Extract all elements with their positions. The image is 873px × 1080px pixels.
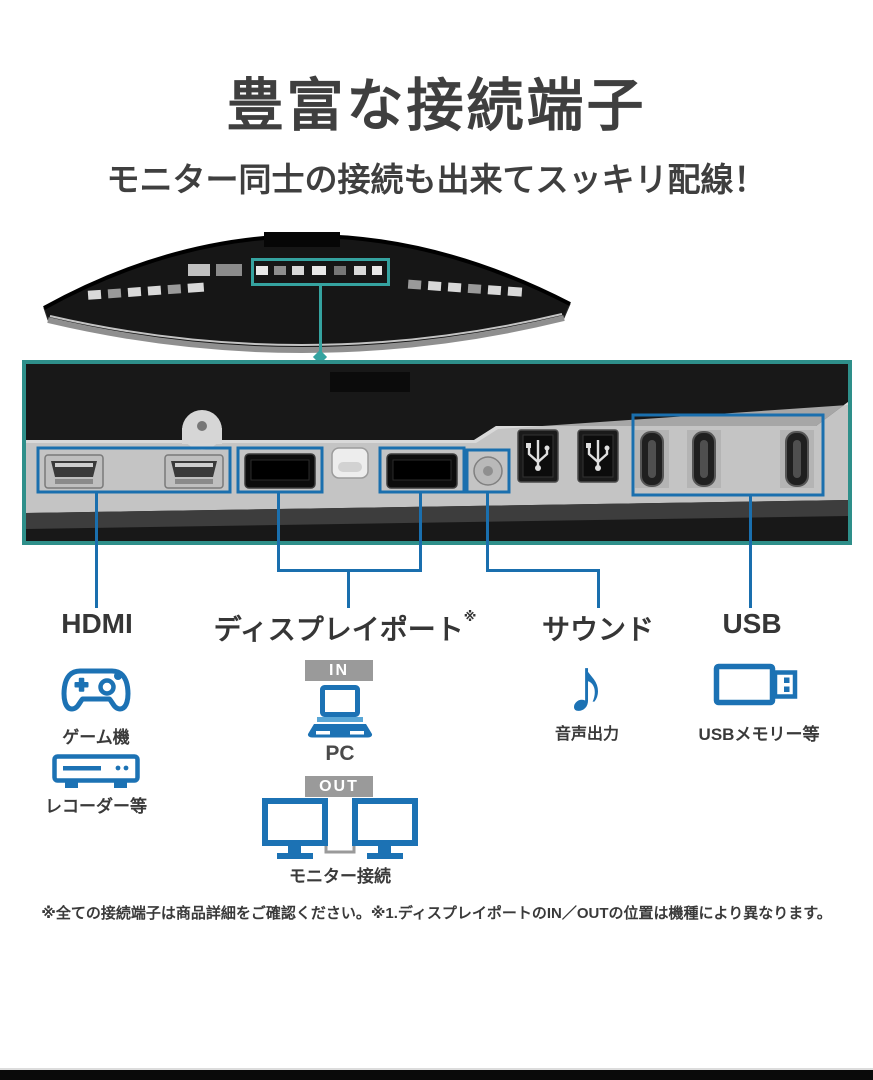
monitor-right-ports — [407, 279, 523, 297]
out-badge: OUT — [305, 776, 373, 797]
usb-memory-label: USBメモリー等 — [698, 725, 820, 744]
usb-stick-icon — [712, 658, 804, 712]
port-panel — [22, 360, 852, 545]
hdmi-highlight-box — [36, 446, 232, 494]
usb-b-port-1 — [517, 429, 559, 483]
hdmi-port-2 — [164, 454, 224, 489]
displayport-note-mark: ※ — [463, 609, 477, 624]
displayport1-highlight-box — [236, 446, 324, 494]
monitor-port-highlight-box — [251, 258, 390, 286]
hdmi-label: HDMI — [61, 608, 133, 639]
usb-b-port-2 — [577, 429, 619, 483]
monitor-underside-image — [43, 232, 571, 353]
displayport-connector-line-3 — [347, 569, 350, 608]
usb-connector-line — [749, 495, 752, 608]
dual-monitor-icon — [262, 798, 418, 862]
music-note-icon: ♪ — [566, 641, 606, 729]
gamepad-icon — [58, 662, 134, 720]
usb-label: USB — [722, 608, 782, 639]
joystick-button — [331, 447, 369, 479]
displayport-connector-line-2 — [419, 492, 422, 572]
displayport-connector-line-1 — [277, 492, 280, 572]
usb-a-port-3 — [780, 430, 814, 488]
bottom-divider — [0, 1068, 873, 1070]
stand-mount — [182, 410, 222, 450]
laptop-icon — [306, 684, 374, 741]
displayport-port-1 — [244, 453, 316, 489]
callout-line — [319, 286, 322, 356]
footnote: ※全ての接続端子は商品詳細をご確認ください。※1.ディスプレイポートのIN／OU… — [41, 905, 832, 922]
page-title: 豊富な接続端子 — [226, 74, 647, 138]
monitor-center-ports — [188, 264, 382, 276]
displayport-label-text: ディスプレイポート — [213, 614, 464, 645]
game-device-label: ゲーム機 — [62, 728, 130, 747]
recorder-device-label: レコーダー等 — [45, 797, 147, 816]
monitor-connect-label: モニター接続 — [289, 867, 391, 886]
audio-jack-port — [473, 456, 503, 486]
audio-output-label: 音声出力 — [554, 726, 619, 743]
displayport-label: ディスプレイポート※ — [200, 608, 490, 645]
page-subtitle: モニター同士の接続も出来てスッキリ配線！ — [106, 161, 767, 198]
usb-a-port-2 — [687, 430, 721, 488]
pc-device-label: PC — [325, 742, 355, 765]
hdmi-connector-line — [95, 492, 98, 608]
in-badge: IN — [305, 660, 373, 681]
displayport-port-2 — [386, 453, 458, 489]
recorder-icon — [52, 754, 140, 790]
usb-a-port-1 — [635, 430, 669, 488]
audio-connector-line-2 — [597, 569, 600, 608]
audio-connector-line-h — [486, 569, 600, 572]
usb-highlight-box — [631, 413, 825, 497]
audio-connector-line-1 — [486, 492, 489, 572]
monitor-left-ports — [87, 282, 205, 300]
sound-label: サウンド — [541, 614, 654, 645]
bottom-black-bar — [0, 1070, 873, 1080]
displayport2-highlight-box — [378, 446, 466, 494]
hdmi-port-1 — [44, 454, 104, 489]
port-panel-graphic — [26, 364, 848, 541]
